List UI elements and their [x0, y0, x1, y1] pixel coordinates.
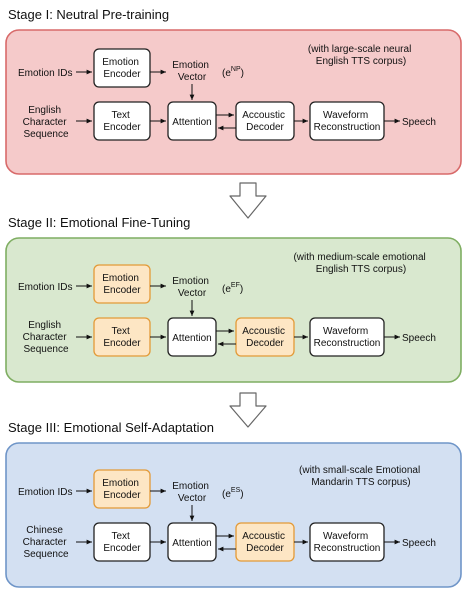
attention-block: Attention — [167, 317, 217, 357]
corpus-note: (with medium-scale emotional English TTS… — [293, 252, 428, 275]
attention-block: Attention — [167, 101, 217, 141]
emotion-vector-label: Emotion Vector — [172, 60, 211, 83]
emotion-encoder-box — [93, 469, 151, 509]
svg-text:Emotion Encoder: Emotion Encoder — [102, 273, 141, 296]
emotion-ids-label: Emotion IDs — [18, 68, 72, 79]
acoustic-decoder-block: Accoustic Decoder — [235, 522, 295, 562]
waveform-reconstruction-box — [309, 101, 385, 141]
corpus-note: (with large-scale neural English TTS cor… — [308, 44, 414, 67]
svg-text:Waveform Reconstructio: Waveform Reconstruction — [314, 110, 381, 133]
svg-text:Accoustic Decoder: Accoustic Decoder — [242, 326, 288, 349]
emotion-ids-label: Emotion IDs — [18, 282, 72, 293]
emotion-vector-label: Emotion Vector — [172, 276, 211, 299]
flow-arrows — [76, 69, 400, 131]
stage-transition-arrow-icon — [229, 392, 267, 428]
waveform-reconstruction-block: Waveform Reconstruction — [309, 101, 385, 141]
emotion-vector-label: Emotion Vector — [172, 481, 211, 504]
emotion-encoder-block: Emotion Encoder — [93, 48, 151, 88]
stage-heading: Stage I: Neutral Pre-training — [8, 7, 169, 22]
flow-arrows — [76, 488, 400, 552]
svg-text:Accoustic Decoder: Accoustic Decoder — [242, 110, 288, 133]
emotion-vector-symbol: (eNP) — [222, 66, 244, 79]
speech-output-label: Speech — [402, 538, 436, 549]
emotion-encoder-box — [93, 48, 151, 88]
emotion-vector-symbol: (eEF) — [222, 282, 243, 295]
acoustic-decoder-box — [235, 101, 295, 141]
stage-transition-arrow-icon — [229, 182, 267, 219]
svg-text:Accoustic Decoder: Accoustic Decoder — [242, 531, 288, 554]
acoustic-decoder-box — [235, 522, 295, 562]
svg-text:Emotion Encoder: Emotion Encoder — [102, 478, 141, 501]
flow-arrows — [76, 283, 400, 347]
attention-box — [167, 101, 217, 141]
waveform-reconstruction-box — [309, 317, 385, 357]
waveform-reconstruction-block: Waveform Reconstruction — [309, 522, 385, 562]
text-encoder-block: Text Encoder — [93, 101, 151, 141]
acoustic-decoder-box — [235, 317, 295, 357]
stage-2: Stage II: Emotional Fine-Tuning (with me… — [5, 215, 462, 383]
svg-text:Waveform Reconstructio: Waveform Reconstruction — [314, 326, 381, 349]
text-encoder-box — [93, 101, 151, 141]
emotion-ids-label: Emotion IDs — [18, 487, 72, 498]
text-encoder-box — [93, 317, 151, 357]
stage-heading: Stage II: Emotional Fine-Tuning — [8, 215, 190, 230]
emotion-encoder-block: Emotion Encoder — [93, 264, 151, 304]
svg-text:Text Encoder: Text Encoder — [103, 531, 141, 554]
stage-heading: Stage III: Emotional Self-Adaptation — [8, 420, 214, 435]
svg-text:Attention: Attention — [172, 538, 211, 549]
emotion-encoder-block: Emotion Encoder — [93, 469, 151, 509]
text-encoder-box — [93, 522, 151, 562]
emotion-encoder-box — [93, 264, 151, 304]
svg-text:Text Encoder: Text Encoder — [103, 110, 141, 133]
svg-text:Attention: Attention — [172, 117, 211, 128]
attention-box — [167, 317, 217, 357]
svg-text:Emotion Encoder: Emotion Encoder — [102, 57, 141, 80]
speech-output-label: Speech — [402, 333, 436, 344]
svg-text:Text Encoder: Text Encoder — [103, 326, 141, 349]
stage-1: Stage I: Neutral Pre-training (with larg… — [5, 7, 462, 175]
attention-block: Attention — [167, 522, 217, 562]
waveform-reconstruction-block: Waveform Reconstruction — [309, 317, 385, 357]
acoustic-decoder-block: Accoustic Decoder — [235, 317, 295, 357]
text-encoder-block: Text Encoder — [93, 317, 151, 357]
acoustic-decoder-block: Accoustic Decoder — [235, 101, 295, 141]
attention-box — [167, 522, 217, 562]
character-sequence-label: Chinese Character Sequence — [23, 525, 70, 560]
character-sequence-label: English Character Sequence — [23, 320, 70, 355]
text-encoder-block: Text Encoder — [93, 522, 151, 562]
svg-text:Attention: Attention — [172, 333, 211, 344]
waveform-reconstruction-box — [309, 522, 385, 562]
corpus-note: (with small-scale Emotional Mandarin TTS… — [299, 465, 423, 488]
speech-output-label: Speech — [402, 117, 436, 128]
emotion-vector-symbol: (eES) — [222, 487, 244, 500]
stage-3: Stage III: Emotional Self-Adaptation (wi… — [5, 420, 462, 588]
character-sequence-label: English Character Sequence — [23, 105, 70, 140]
svg-text:Waveform Reconstructio: Waveform Reconstruction — [314, 531, 381, 554]
